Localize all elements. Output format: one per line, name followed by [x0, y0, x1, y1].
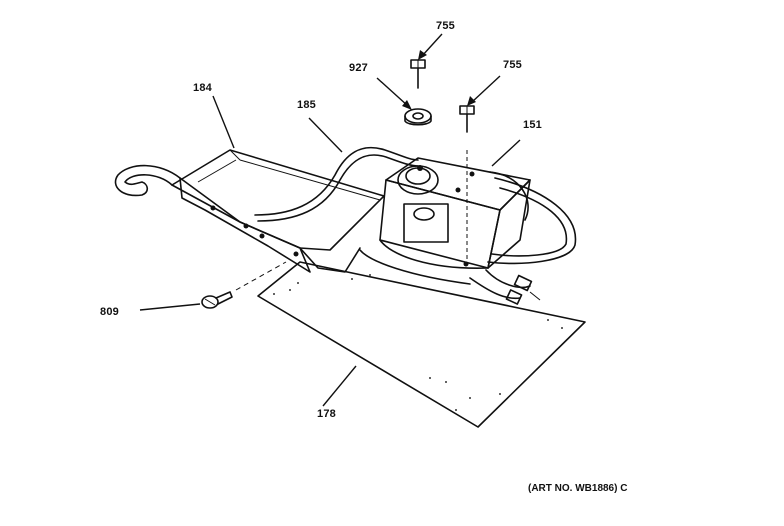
screw-755-right	[459, 105, 475, 262]
callout-151: 151	[523, 119, 542, 131]
callout-755-right: 755	[503, 59, 522, 71]
bracket-184	[114, 149, 385, 273]
washer-927	[404, 108, 432, 126]
callout-809: 809	[100, 306, 119, 318]
leader-lines	[139, 33, 521, 407]
screw-755-left	[410, 59, 426, 89]
callout-185: 185	[297, 99, 316, 111]
callout-184: 184	[193, 82, 212, 94]
callout-755-top: 755	[436, 20, 455, 32]
motor-assembly-151	[359, 157, 577, 305]
callout-927: 927	[349, 62, 368, 74]
panel-178	[257, 261, 586, 428]
screw-809	[201, 261, 287, 309]
wire-185	[254, 146, 419, 222]
art-number-label: (ART NO. WB1886) C	[528, 483, 628, 494]
callout-178: 178	[317, 408, 336, 420]
